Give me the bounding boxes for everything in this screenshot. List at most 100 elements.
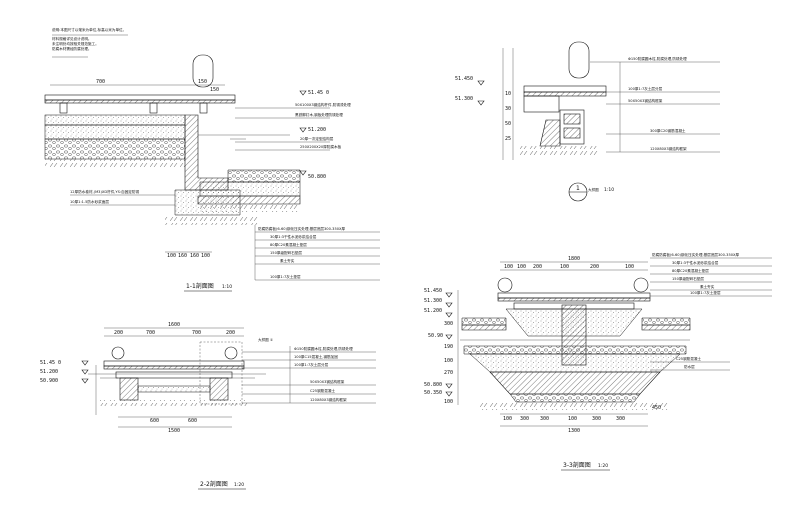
section-2-2: 1600 200 700 700 200 51.45 0 51.200 50.9… (40, 322, 376, 490)
dimension-label: 25 (505, 136, 511, 142)
level-mark: 51.300 (424, 298, 442, 304)
view-scale: 1:20 (234, 482, 244, 488)
annotation: 30厚1:3干性水泥砂浆结合层 (270, 234, 317, 239)
level-mark: 51.450 (424, 288, 442, 294)
mortar-bed (44, 114, 186, 126)
deck-board (523, 85, 607, 93)
annotation: 300厚C20钢筋混凝土 (650, 128, 686, 133)
concrete-pier (119, 377, 139, 401)
annotation: Φ150防腐圆木柱,防腐处理,防锈处理 (628, 56, 687, 61)
level-mark: 50.800 (308, 174, 326, 180)
dimension-label: 700 (96, 79, 105, 85)
annotation: 150厚级配碎石垫层 (270, 250, 302, 255)
annotation: 150厚级配碎石垫层 (672, 276, 704, 281)
view-title: 1-1剖面图 (186, 282, 214, 290)
dimension-label: 160 (178, 253, 187, 259)
level-mark: 50.800 (424, 382, 442, 388)
annotation: 素土夯实 (700, 284, 715, 289)
timber-log-post (192, 54, 214, 88)
level-mark: 51.45 0 (40, 360, 61, 366)
retaining-wall (184, 114, 229, 191)
dimension-label: 200 (226, 330, 235, 336)
dimension-label: 200 (533, 264, 542, 270)
concrete-footing (539, 119, 561, 147)
pebble-layer (461, 317, 507, 326)
dimension-label: 270 (444, 370, 453, 376)
dimension-label: 300 (520, 416, 529, 422)
annotation: 80厚C20素混凝土垫层 (672, 268, 709, 273)
annotation: 12厚防水卷材,(M3)XD杆件,YS:自固定防锈 (70, 189, 139, 194)
dimension-label: 190 (444, 344, 453, 350)
deck-board (103, 360, 245, 367)
level-mark: 51.200 (424, 308, 442, 314)
dimension-label: 100 (568, 416, 577, 422)
section-3-3: 1800 100 100 200 100 200 100 51.450 51.3… (424, 252, 772, 471)
concrete-layer (44, 124, 186, 140)
annotation: 防腐防腐板(6-60)钢化压实处理,基层底层300-350X厚 (258, 226, 345, 231)
leader-notes: 50X100X3钢结构杆件,防锈漆处理 黑铁脚钉木,钢板处理防锈处理 20厚一次… (70, 102, 380, 281)
dimension-label: 300 (616, 416, 625, 422)
dimension-label: 600 (150, 418, 159, 424)
annotation: 黑铁脚钉木,钢板处理防锈处理 (295, 112, 343, 117)
view-title: 3-3剖面图 (563, 461, 591, 469)
dimension-label: 1800 (568, 256, 580, 262)
detail-reference: 大样图 ① (258, 337, 273, 342)
dimension-label: 700 (146, 330, 155, 336)
dimension-label: 700 (192, 330, 201, 336)
dimension-label: 100 (444, 358, 453, 364)
deck-board (44, 94, 236, 101)
dimension-label: 600 (188, 418, 197, 424)
general-notes: 说明:本图尺寸以毫米为单位,标高以米为单位。 材料规格详见设计说明。 未注明处均… (52, 27, 128, 58)
level-mark: 51.200 (308, 127, 326, 133)
general-note: 防腐木材需经防腐处理。 (52, 46, 92, 51)
section-1-1: 700 150 150 51.45 0 51.200 50.800 (44, 54, 380, 292)
timber-log-post (497, 277, 513, 293)
annotation: C25钢筋混凝土 (310, 388, 335, 393)
concrete-pier (209, 377, 229, 401)
annotation: 50X100X3钢结构杆件,防锈漆处理 (295, 102, 351, 107)
annotation: C25钢筋混凝土 (676, 356, 701, 361)
dimension-label: 100 (504, 264, 513, 270)
steel-joist (44, 99, 236, 104)
timber-log-post (568, 41, 590, 79)
concrete-basin (469, 353, 681, 373)
rammed-earth (45, 159, 185, 167)
annotation: 20厚一次定型结构层 (300, 136, 334, 141)
annotation: 120X80X3钢结构框架 (650, 146, 687, 151)
annotation: 100厚1:7灰土垫层 (690, 290, 721, 295)
dimension-label: 300 (592, 416, 601, 422)
annotation: 100厚1:7灰土垫层 (270, 274, 301, 279)
dimension-label: 200 (114, 330, 123, 336)
general-note: 未注明处均按相关规范施工。 (52, 41, 99, 46)
dimension-label: 100 (517, 264, 526, 270)
annotation: 120X80X3钢结构框架 (310, 397, 347, 402)
level-mark: 51.45 0 (308, 90, 329, 96)
dimension-label: 450 (652, 405, 661, 411)
detail-1: 10 30 50 25 51.450 51.300 Φ150防腐圆木柱,防腐处理… (455, 41, 720, 202)
gravel-base (44, 138, 186, 160)
annotation: 素土夯实 (280, 258, 295, 263)
view-scale: 1:10 (222, 284, 232, 290)
annotation: 防水层 (684, 364, 695, 369)
level-mark: 50.900 (40, 378, 58, 384)
view-title: 大样图 (588, 187, 599, 192)
dimension-label: 30 (505, 106, 511, 112)
annotation: 80厚C20素混凝土垫层 (270, 242, 307, 247)
annotation: 30厚1:3干性水泥砂浆结合层 (672, 260, 719, 265)
dimension-label: 300 (540, 416, 549, 422)
annotation: 100厚1:7灰土层分层 (294, 362, 329, 367)
dimension-label: 300 (444, 321, 453, 327)
dimension-label: 200 (590, 264, 599, 270)
timber-log-post (224, 346, 238, 360)
dimension-label: 100 (444, 399, 453, 405)
level-mark: 50.350 (424, 390, 442, 396)
annotation: 100厚C15混凝土,钢筋加固 (294, 354, 338, 359)
dimension-label: 100 (201, 253, 210, 259)
dimension-label: 1600 (168, 322, 180, 328)
detail-callout-box (199, 341, 243, 405)
view-title: 2-2剖面图 (200, 480, 228, 488)
general-note: 说明:本图尺寸以毫米为单位,标高以米为单位。 (52, 27, 126, 32)
view-scale: 1:10 (604, 187, 614, 193)
dimension-label: 150 (198, 79, 207, 85)
